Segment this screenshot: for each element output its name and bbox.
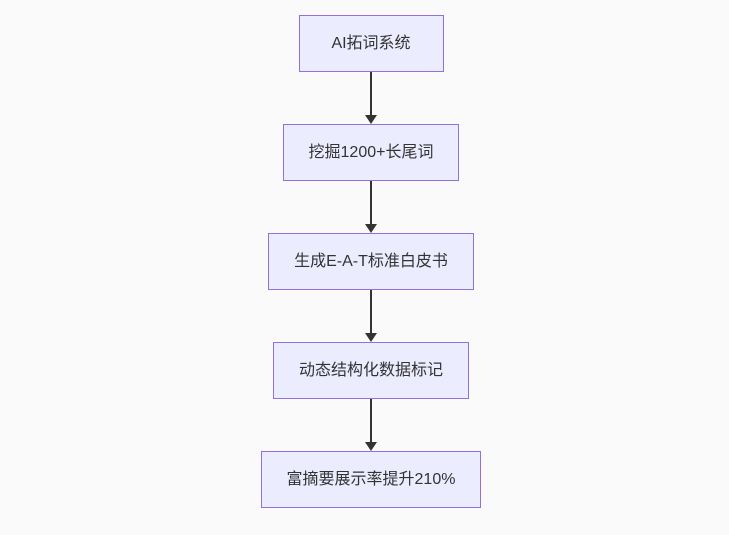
arrow-line xyxy=(370,181,372,225)
flow-node-step5: 富摘要展示率提升210% xyxy=(260,451,482,508)
flowchart: AI拓词系统 挖掘1200+长尾词 生成E-A-T标准白皮书 动态结构化数据标记 xyxy=(13,0,729,508)
arrowhead-down-icon xyxy=(365,442,377,451)
arrow-line xyxy=(370,72,372,116)
flow-node-step4: 动态结构化数据标记 xyxy=(272,342,469,399)
flow-node-label: 挖掘1200+长尾词 xyxy=(308,144,434,161)
flow-arrow-3 xyxy=(365,290,377,342)
flow-node-step2: 挖掘1200+长尾词 xyxy=(282,124,460,181)
flow-node-step3: 生成E-A-T标准白皮书 xyxy=(268,233,474,290)
arrowhead-down-icon xyxy=(365,333,377,342)
arrowhead-down-icon xyxy=(365,224,377,233)
flow-arrow-1 xyxy=(365,72,377,124)
flow-node-label: 富摘要展示率提升210% xyxy=(286,471,456,488)
flow-arrow-4 xyxy=(365,399,377,451)
flow-node-step1: AI拓词系统 xyxy=(298,15,444,72)
flow-node-label: 动态结构化数据标记 xyxy=(298,362,443,379)
flow-node-label: AI拓词系统 xyxy=(331,35,411,52)
flow-node-label: 生成E-A-T标准白皮书 xyxy=(294,253,448,270)
arrow-line xyxy=(370,399,372,443)
arrow-line xyxy=(370,290,372,334)
arrowhead-down-icon xyxy=(365,115,377,124)
flow-arrow-2 xyxy=(365,181,377,233)
